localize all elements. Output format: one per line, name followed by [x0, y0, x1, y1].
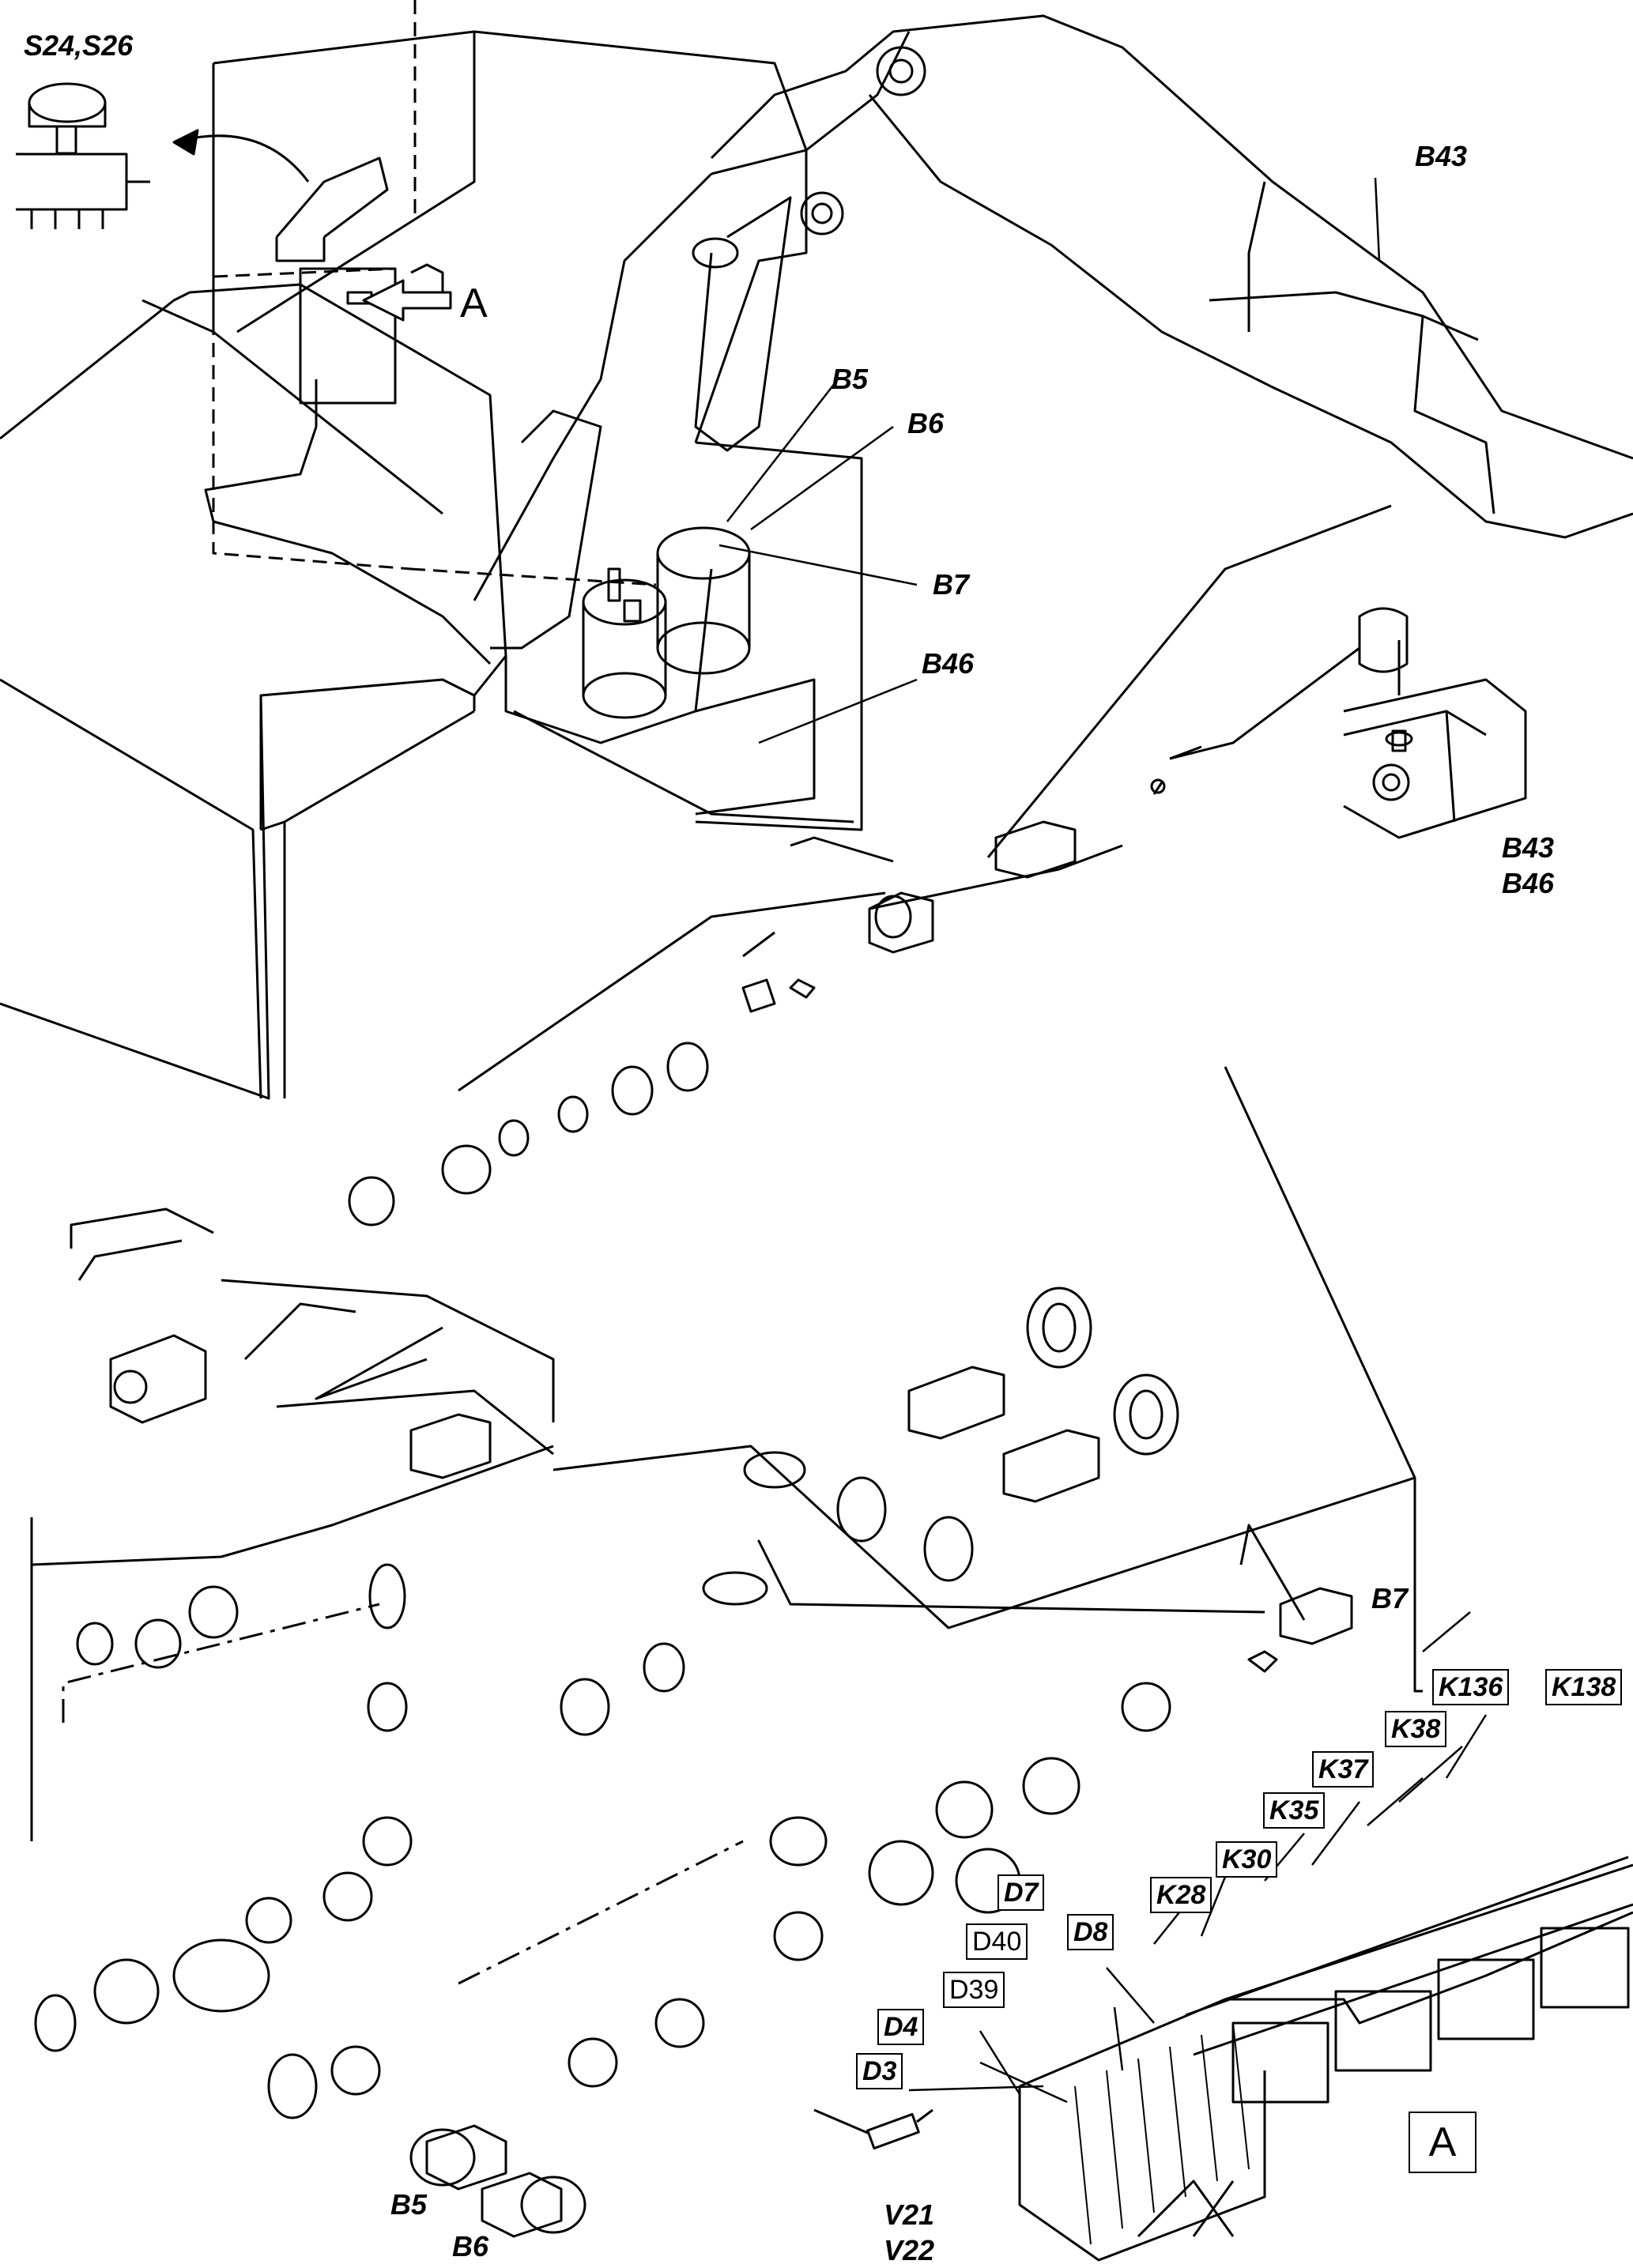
relay-label-k37: K37 — [1312, 1751, 1375, 1788]
diode-label-d8: D8 — [1067, 1914, 1114, 1950]
diode-label-d39: D39 — [943, 1972, 1005, 2008]
diode-label-d40: D40 — [966, 1923, 1028, 1960]
rotary-switch-icon — [16, 82, 150, 229]
label-b43-b46-1: B43 — [1502, 831, 1555, 864]
sensor-cable — [1169, 646, 1360, 760]
relay-label-k136: K136 — [1432, 1669, 1510, 1705]
label-b6-bottom: B6 — [452, 2230, 489, 2262]
label-b46-top: B46 — [922, 647, 975, 680]
switch-mount — [275, 156, 444, 405]
pressure-sensor-b43 — [1343, 607, 1527, 839]
bottom-connectors — [425, 2124, 563, 2238]
diode-label-d4: D4 — [877, 2009, 925, 2045]
harness-cable-upper — [204, 426, 492, 665]
springs-and-fittings — [34, 1451, 1353, 2234]
relay-label-k30: K30 — [1216, 1841, 1278, 1878]
leader-lines — [718, 177, 1488, 2104]
relay-label-k138: K138 — [1545, 1669, 1623, 1705]
label-b5-bottom: B5 — [390, 2188, 428, 2221]
diode-v21-v22 — [813, 2108, 933, 2150]
machine-body — [0, 14, 1633, 1100]
view-a-box: A — [1409, 2112, 1476, 2173]
diode-label-d7: D7 — [998, 1874, 1045, 1911]
label-b6-top: B6 — [907, 407, 945, 439]
connector-row-upper — [109, 820, 1179, 1503]
label-b43-b46-2: B46 — [1502, 867, 1555, 899]
label-b43-top: B43 — [1415, 140, 1468, 172]
relay-label-k35: K35 — [1263, 1792, 1326, 1829]
label-s24-s26: S24,S26 — [24, 29, 134, 62]
filter-cylinders — [582, 526, 751, 719]
label-b7-mid: B7 — [1371, 1582, 1409, 1614]
label-v21: V21 — [884, 2198, 935, 2231]
dash-dot-line — [62, 1603, 380, 1723]
label-v22: V22 — [884, 2234, 935, 2266]
label-b7-top: B7 — [933, 568, 970, 601]
hidden-edges — [212, 0, 657, 586]
view-a-label: A — [1428, 2119, 1457, 2165]
block-arrow — [362, 279, 452, 322]
relay-label-k38: K38 — [1385, 1711, 1447, 1747]
label-b5-top: B5 — [832, 363, 869, 395]
exploded-assembly-lines — [30, 504, 1423, 1841]
relay-bank — [1018, 1855, 1633, 2262]
label-a-marker: A — [460, 281, 488, 326]
diode-label-d3: D3 — [856, 2053, 903, 2089]
relay-label-k28: K28 — [1150, 1877, 1212, 1913]
